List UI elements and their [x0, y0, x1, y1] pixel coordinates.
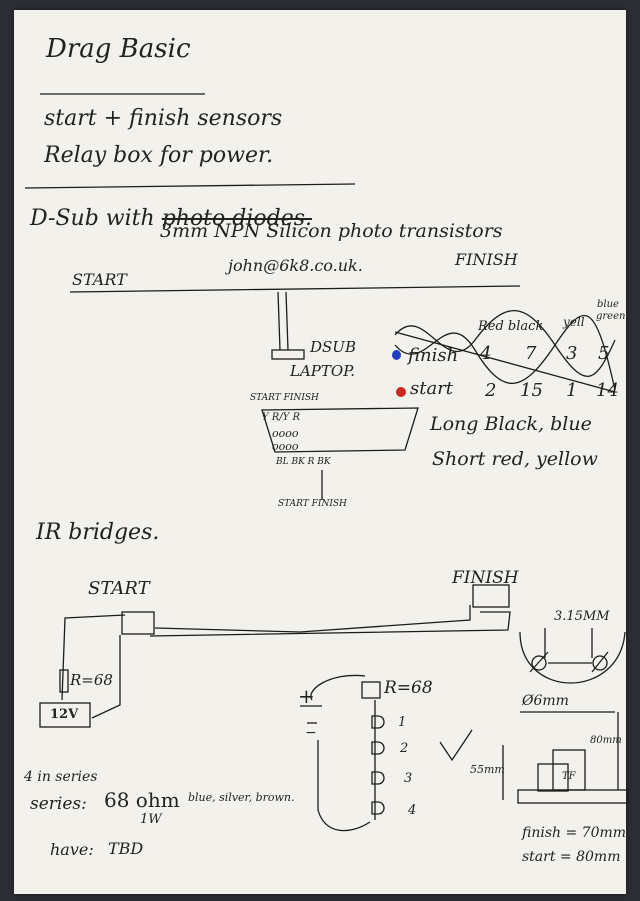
have-label: have: [50, 840, 94, 859]
tf-label: TF [562, 771, 576, 782]
start-mm-note: start = 80mm [522, 849, 621, 865]
top-start-label: START [72, 270, 127, 289]
dimension-spacing: 3.15MM [554, 609, 610, 624]
start-pin-2: 15 [520, 380, 543, 401]
color-code-note: blue, silver, brown. [188, 791, 295, 804]
led-4: 4 [408, 803, 417, 818]
dsub-pin-colors-bottom: BL BK R BK [276, 457, 331, 467]
dsub-struck-text: photo diodes. [161, 206, 313, 231]
finish-pin-3: 3 [566, 343, 578, 364]
led-2: 2 [400, 741, 409, 756]
series-label: series: [30, 794, 87, 814]
dsub-top-labels: START FINISH [250, 393, 319, 403]
paper-sheet [14, 10, 626, 894]
start-pin-4: 14 [596, 380, 619, 401]
start-row-label: start [410, 378, 454, 399]
note-relay: Relay box for power. [44, 143, 274, 168]
wire-header-blue: blue [597, 299, 619, 310]
top-finish-label: FINISH [455, 250, 518, 269]
laptop-label: LAPTOP. [290, 362, 356, 380]
finish-dot [392, 350, 401, 360]
right-resistor-label: R=68 [384, 678, 433, 698]
dsub-pin-colors-top: Y R/Y R [262, 412, 300, 423]
finish-row-label: finish [408, 345, 459, 366]
ir-bridges-title: IR bridges. [36, 520, 160, 545]
have-value: TBD [108, 839, 144, 858]
battery-minus: − [305, 725, 317, 741]
left-resistor-label: R=68 [70, 671, 113, 689]
start-pin-3: 1 [566, 380, 578, 401]
finish-pin-2: 7 [525, 343, 537, 364]
ir-start-label: START [88, 578, 150, 599]
wire-header-yellow: yell [563, 315, 585, 329]
dimension-80: 80mm [590, 735, 622, 746]
long-wires-note: Long Black, blue [430, 413, 592, 435]
series-note: 4 in series [24, 769, 98, 785]
battery-label: 12V [50, 707, 79, 722]
dsub-pins-row-1: oooo [272, 427, 299, 440]
wire-header-green: green [596, 311, 626, 322]
led-3: 3 [404, 771, 413, 786]
start-pin-1: 2 [485, 380, 497, 401]
ir-finish-label: FINISH [452, 568, 519, 588]
finish-mm-note: finish = 70mm [522, 825, 627, 841]
note-sensors: start + finish sensors [44, 106, 283, 131]
wire-header-red-black: Red black [478, 319, 544, 334]
transistors-note: 3mm NPN Silicon photo transistors [160, 220, 503, 242]
led-1: 1 [398, 715, 407, 730]
dsub-box-label: DSUB [310, 338, 356, 356]
resistor-wattage: 1W [140, 812, 162, 827]
page-title: Drag Basic [46, 34, 191, 64]
dimension-55: 55mm [470, 763, 505, 776]
email-note: john@6k8.co.uk. [228, 256, 363, 275]
finish-pin-1: 4 [480, 343, 492, 364]
dsub-text: D-Sub with [30, 206, 155, 231]
finish-pin-4: 5 [598, 343, 610, 364]
dsub-pins-row-2: oooo [272, 440, 299, 453]
dsub-line: D-Sub with photo diodes. [30, 208, 312, 230]
battery-plus: + [298, 684, 315, 708]
dsub-bottom-labels: START FINISH [278, 499, 347, 509]
start-dot [396, 387, 406, 397]
dimension-diameter: Ø6mm [522, 693, 569, 709]
resistor-value: 68 ohm [104, 788, 180, 812]
short-wires-note: Short red, yellow [432, 448, 598, 470]
